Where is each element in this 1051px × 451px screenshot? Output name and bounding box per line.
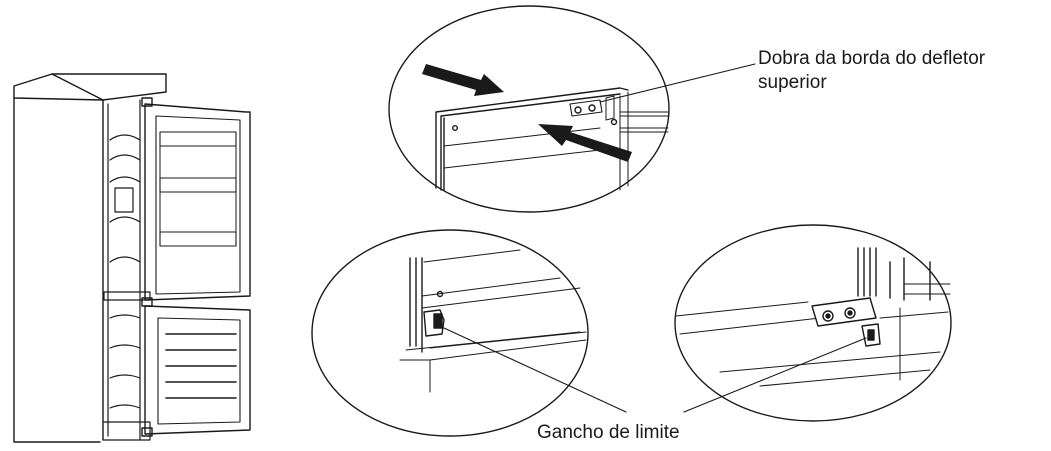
bottom-hinge — [142, 428, 152, 436]
middle-hinge — [142, 298, 152, 306]
leader-line-hook-left — [444, 328, 626, 412]
detail-top-baffle — [389, 6, 755, 212]
cabinet-side-panel — [14, 74, 166, 442]
detail-circle-top — [389, 6, 669, 212]
top-baffle-fold-label-line2: superior — [758, 72, 827, 93]
top-baffle-fold-label: Dobra da borda do defletor superior — [758, 47, 985, 95]
leader-line-top — [600, 64, 755, 102]
leader-line-hook-right — [684, 338, 866, 412]
detail-limit-hook-right — [675, 225, 951, 421]
detail-circle-bottom-right — [675, 225, 951, 421]
top-hinge — [142, 98, 152, 106]
fridge-illustration — [14, 74, 250, 442]
lower-door — [145, 306, 250, 434]
hinge-bracket — [812, 298, 876, 326]
arrow-icon — [538, 124, 632, 162]
arrow-icon — [422, 64, 504, 96]
detail-limit-hook-left — [312, 230, 626, 436]
limit-hook-label: Gancho de limite — [537, 422, 680, 443]
cabinet-interior — [104, 100, 150, 440]
upper-door — [145, 104, 250, 300]
top-baffle-fold-label-line1: Dobra da borda do defletor — [758, 48, 986, 69]
detail-circle-bottom-left — [312, 230, 588, 436]
